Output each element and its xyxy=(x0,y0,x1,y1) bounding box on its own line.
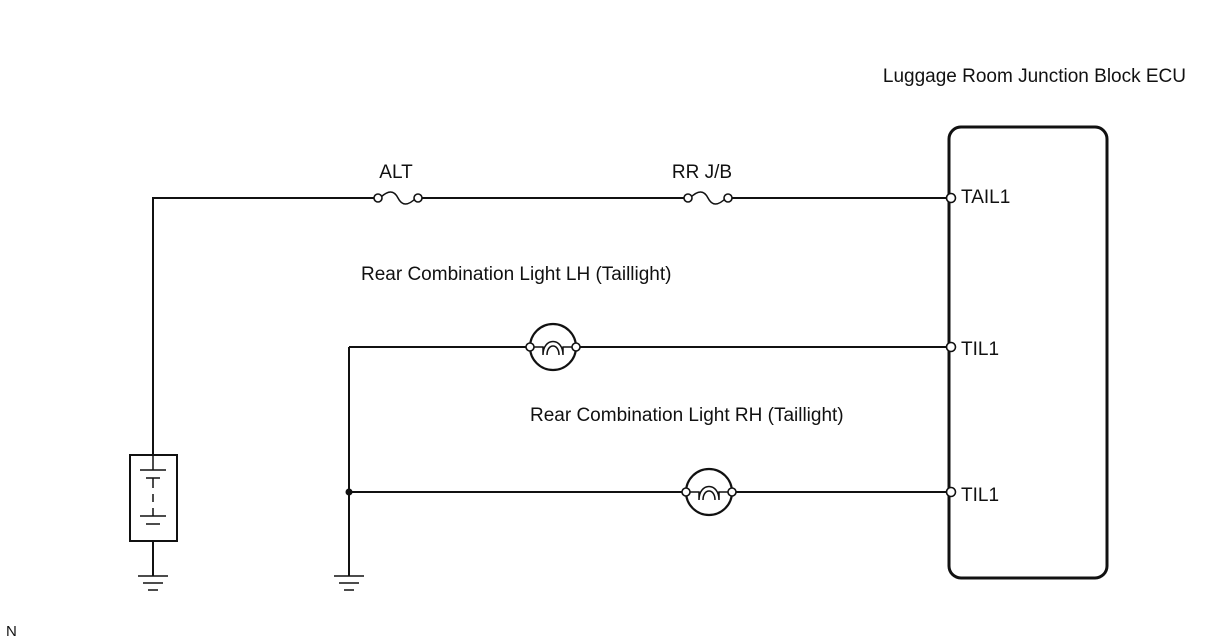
battery-symbol xyxy=(129,454,178,576)
alt-fuse: ALT xyxy=(373,162,423,205)
light-ground-icon xyxy=(334,575,364,591)
rh-light-label: Rear Combination Light RH (Taillight) xyxy=(530,405,844,426)
alt-fuse-label: ALT xyxy=(379,162,413,183)
tail1-terminal-point xyxy=(945,192,957,204)
ecu-terminal-til1-rh: TIL1 xyxy=(961,485,999,506)
rh-bulb-icon xyxy=(681,467,737,517)
lh-light-label: Rear Combination Light LH (Taillight) xyxy=(361,264,671,285)
ecu-block: Luggage Room Junction Block ECU TAIL1 TI… xyxy=(883,66,1186,580)
supply-wire xyxy=(152,197,949,455)
lh-light-circuit xyxy=(348,341,957,576)
til1-rh-terminal-point xyxy=(945,486,957,498)
corner-label: N xyxy=(6,623,17,640)
battery-ground-icon xyxy=(138,575,168,591)
ecu-terminal-tail1: TAIL1 xyxy=(961,187,1010,208)
rr-jb-fuse: RR J/B xyxy=(672,162,733,205)
rr-jb-fuse-label: RR J/B xyxy=(672,162,732,183)
ecu-title: Luggage Room Junction Block ECU xyxy=(883,66,1186,87)
rh-light-circuit xyxy=(345,486,957,498)
lh-bulb-icon xyxy=(525,322,581,372)
ecu-terminal-til1-lh: TIL1 xyxy=(961,339,999,360)
til1-lh-terminal-point xyxy=(945,341,957,353)
